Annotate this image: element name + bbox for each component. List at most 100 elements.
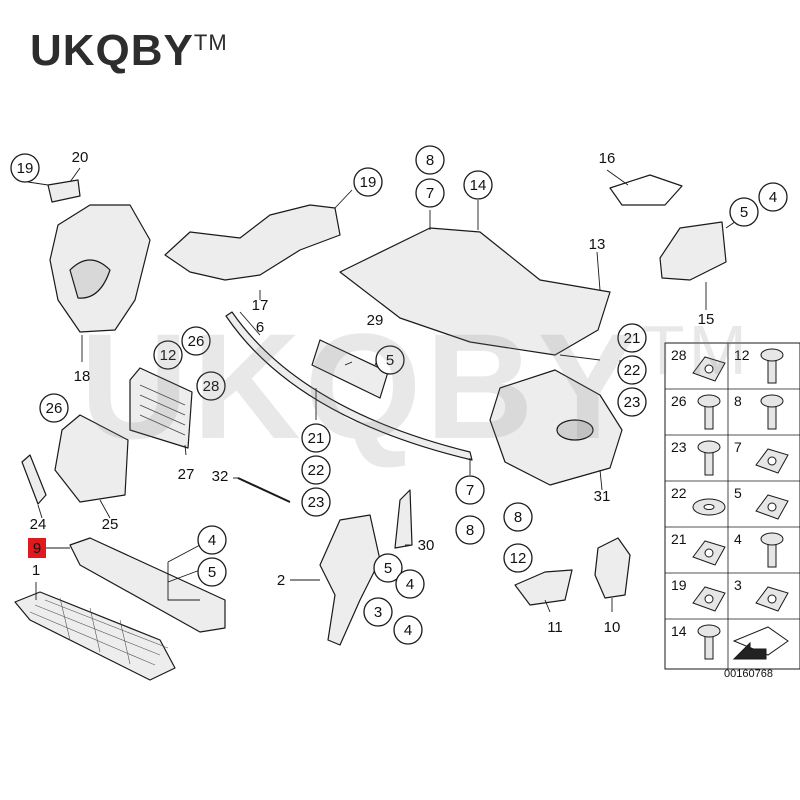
callout-30: 30 (418, 537, 435, 554)
callout-label: 5 (208, 564, 216, 581)
callout-13: 13 (589, 236, 606, 253)
callout-label: 4 (404, 622, 412, 639)
part-9-support (69, 537, 226, 633)
callout-22: 22 (301, 455, 331, 485)
callout-label: 8 (426, 152, 434, 169)
callout-label: 13 (589, 236, 606, 253)
legend-label: 12 (734, 347, 750, 363)
brand-logo: UKQBYTM (30, 26, 228, 75)
callout-label: 4 (769, 189, 777, 206)
callout-26: 26 (39, 393, 69, 423)
callout-10: 10 (604, 619, 621, 636)
callout-21: 21 (301, 423, 331, 453)
part-10-bracket (594, 537, 631, 599)
callout-label: 14 (470, 177, 487, 194)
expanding-rivet-icon (760, 348, 784, 384)
legend-label: 26 (671, 393, 687, 409)
callout-label: 21 (624, 330, 641, 347)
callout-label: 19 (17, 160, 34, 177)
callout-4: 4 (197, 525, 227, 555)
part-17-air-duct (164, 204, 341, 281)
legend-label: 5 (734, 485, 742, 501)
legend-cell-arrow (732, 626, 789, 660)
clip-nut-icon (755, 586, 789, 612)
callout-label: 2 (277, 572, 285, 589)
legend-cell-7: 7 (734, 439, 789, 474)
callout-label: 9 (33, 540, 41, 557)
callout-7: 7 (415, 178, 445, 208)
callout-32: 32 (212, 468, 229, 485)
callout-label: 23 (308, 494, 325, 511)
callout-label: 12 (510, 550, 527, 567)
legend-cell-5: 5 (734, 485, 789, 520)
part-11-bracket (514, 569, 573, 606)
part-6-trim-strip (225, 311, 473, 461)
callout-label: 31 (594, 488, 611, 505)
callout-1: 1 (32, 562, 40, 579)
callout-label: 5 (740, 204, 748, 221)
callout-9: 9 (28, 538, 46, 558)
callout-label: 21 (308, 430, 325, 447)
callout-label: 29 (367, 312, 384, 329)
callout-3: 3 (363, 597, 393, 627)
legend-cell-14: 14 (671, 623, 721, 660)
part-1-mesh-grille (14, 591, 176, 681)
callout-label: 26 (188, 333, 205, 350)
callout-label: 25 (102, 516, 119, 533)
callout-12: 12 (153, 340, 183, 370)
callout-label: 20 (72, 149, 89, 166)
callout-19: 19 (353, 167, 383, 197)
part-27-grille (129, 367, 193, 449)
arrow-icon (732, 626, 789, 660)
legend-label: 8 (734, 393, 742, 409)
legend-label: 7 (734, 439, 742, 455)
hex-nut-icon (692, 586, 726, 612)
part-2-bracket (319, 514, 381, 646)
legend-label: 23 (671, 439, 687, 455)
part-20-bracket (47, 179, 81, 203)
callout-29: 29 (367, 312, 384, 329)
callout-label: 28 (203, 378, 220, 395)
callout-label: 22 (308, 462, 325, 479)
screw-icon (697, 440, 721, 476)
washer-icon (692, 498, 726, 516)
callout-7: 7 (455, 475, 485, 505)
legend-label: 28 (671, 347, 687, 363)
diagram-code: 00160768 (724, 668, 773, 680)
flange-bolt-icon (760, 394, 784, 430)
callout-17: 17 (252, 297, 269, 314)
callout-4: 4 (758, 182, 788, 212)
callout-31: 31 (594, 488, 611, 505)
part-29-plate (311, 339, 389, 399)
callout-label: 5 (384, 560, 392, 577)
callout-5: 5 (373, 553, 403, 583)
callout-label: 7 (466, 482, 474, 499)
callout-25: 25 (102, 516, 119, 533)
callout-label: 27 (178, 466, 195, 483)
part-16-gasket (609, 174, 683, 206)
callout-label: 10 (604, 619, 621, 636)
callout-8: 8 (455, 515, 485, 545)
callout-4: 4 (395, 569, 425, 599)
callout-26: 26 (181, 326, 211, 356)
callout-11: 11 (547, 619, 563, 636)
callout-label: 19 (360, 174, 377, 191)
callout-22: 22 (617, 355, 647, 385)
legend-cell-22: 22 (671, 485, 726, 516)
callout-label: 4 (406, 576, 414, 593)
callout-label: 15 (698, 311, 715, 328)
callout-5: 5 (375, 345, 405, 375)
callout-12: 12 (503, 543, 533, 573)
callout-label: 6 (256, 319, 264, 336)
push-rivet-icon (697, 624, 721, 660)
part-32-rod (237, 477, 291, 503)
callout-label: 17 (252, 297, 269, 314)
callout-23: 23 (617, 387, 647, 417)
clip-nut-icon (692, 356, 726, 382)
legend-cell-8: 8 (734, 393, 784, 430)
callout-27: 27 (178, 466, 195, 483)
part-13-underbody-panel (339, 227, 611, 356)
callout-28: 28 (196, 371, 226, 401)
